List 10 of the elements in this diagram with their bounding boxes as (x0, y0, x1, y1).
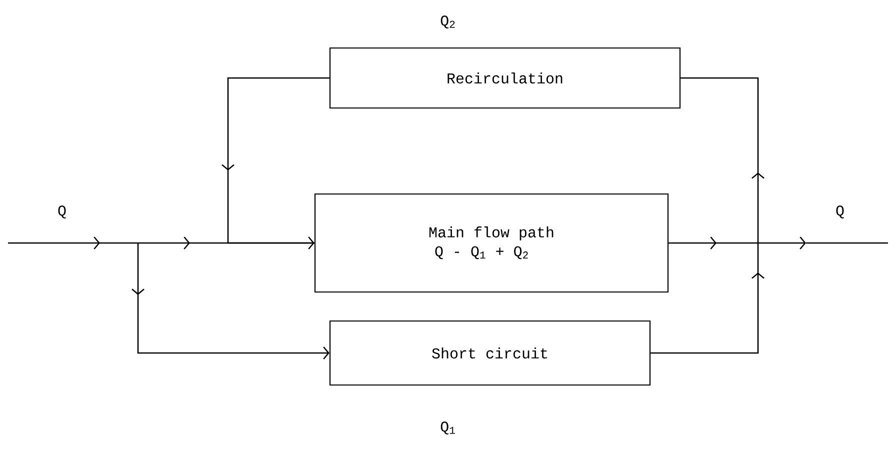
process-box: Main flow path Q - Q$_{1}$ + Q$_{2}$ (314, 193, 669, 293)
flow-label: Q$_{1}$ (440, 422, 455, 434)
arrow (668, 236, 806, 250)
process-box: Short circuit (329, 320, 651, 386)
process-box: Recirculation (329, 47, 681, 109)
arrow (138, 236, 314, 250)
flow-label: Q$_{2}$ (440, 16, 455, 28)
flow-label: Q (836, 206, 844, 218)
arrow (132, 243, 330, 360)
flow-label: Q (58, 206, 66, 218)
